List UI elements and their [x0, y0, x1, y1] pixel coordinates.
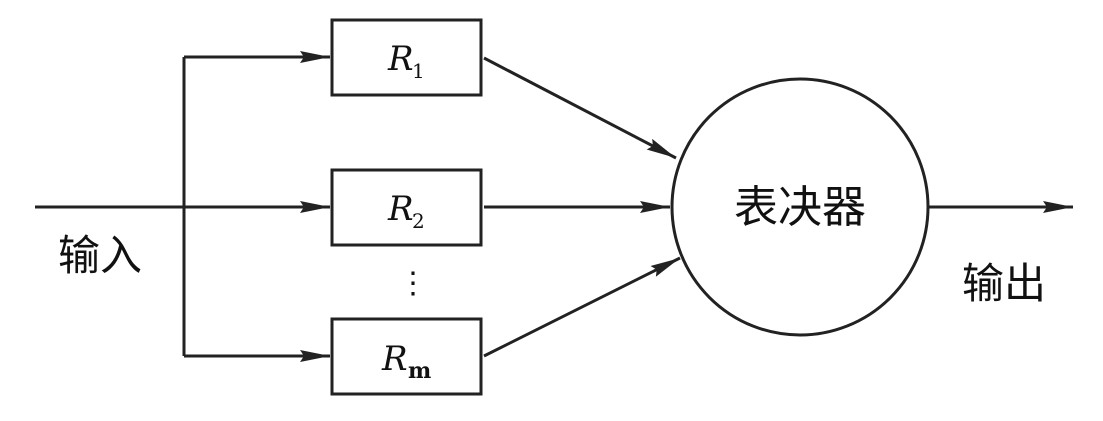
- ellipsis: ⋮: [398, 266, 428, 301]
- output-label: 输出: [962, 259, 1046, 308]
- module-r1-label: R: [387, 39, 414, 79]
- arrow-r1-to-voter: [483, 56, 677, 160]
- module-r2: R 2: [330, 168, 483, 247]
- voter-label: 表决器: [734, 182, 866, 233]
- module-rm-subscript: m: [408, 358, 431, 384]
- module-r1: R 1: [330, 18, 483, 97]
- module-r2-subscript: 2: [412, 209, 425, 233]
- input-label: 输入: [58, 231, 142, 280]
- module-r1-subscript: 1: [412, 59, 425, 83]
- module-r2-label: R: [387, 189, 414, 229]
- module-rm: R m: [330, 317, 483, 396]
- arrow-rm-to-voter: [483, 256, 681, 358]
- voter: 表决器: [670, 77, 930, 337]
- module-rm-label: R: [381, 339, 408, 379]
